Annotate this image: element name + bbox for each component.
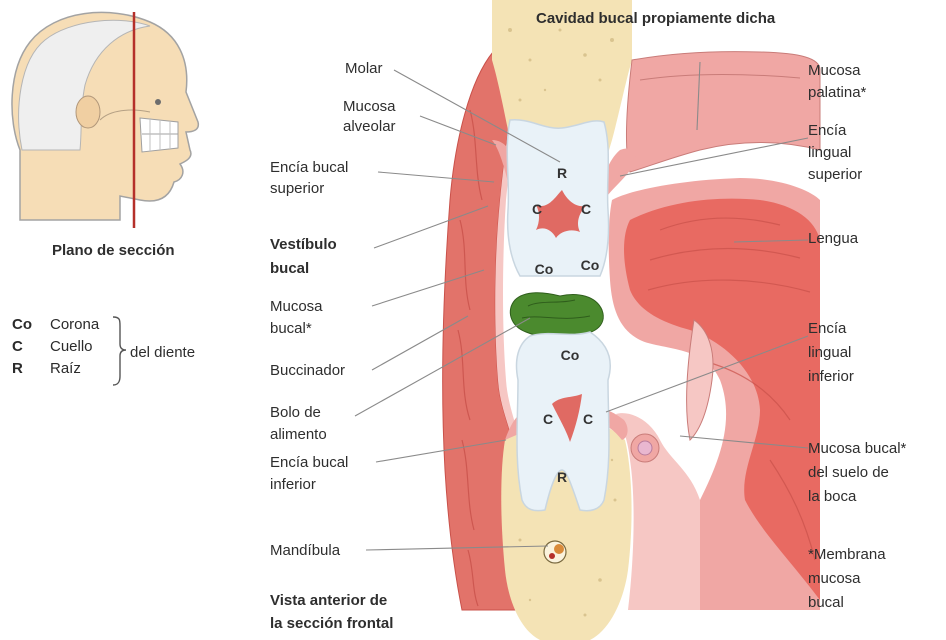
- top-title: Cavidad bucal propiamente dicha: [536, 8, 775, 30]
- key-word: Corona: [50, 314, 99, 336]
- tooth-mark-upper-neck-right: C: [581, 201, 591, 217]
- label-mucosa-palatina-line1: Mucosa: [808, 60, 861, 82]
- label-molar: Molar: [345, 58, 383, 80]
- label-encia-bucal-inferior-line1: Encía bucal: [270, 452, 348, 474]
- key-word: Raíz: [50, 358, 81, 380]
- label-mucosa-alveolar-line1: Mucosa: [343, 96, 396, 118]
- tooth-mark-upper-crown-right: Co: [581, 257, 600, 273]
- label-encia-bucal-superior-line2: superior: [270, 178, 324, 200]
- eye-icon: [155, 99, 161, 105]
- tooth-mark-lower-neck-right: C: [583, 411, 593, 427]
- label-vestibulo-line2: bucal: [270, 258, 309, 280]
- key-abbr: Co: [12, 314, 32, 336]
- tooth-mark-lower-crown: Co: [561, 347, 580, 363]
- key-brace-icon: [113, 317, 126, 385]
- tooth-mark-upper-neck-left: C: [532, 201, 542, 217]
- label-encia-lingual-superior-line3: superior: [808, 164, 862, 186]
- label-vista-line1: Vista anterior de: [270, 590, 387, 612]
- label-encia-lingual-superior-line1: Encía: [808, 120, 846, 142]
- key-word: Cuello: [50, 336, 93, 358]
- label-bolo-line2: alimento: [270, 424, 327, 446]
- label-mucosa-suelo-line1: Mucosa bucal*: [808, 438, 906, 460]
- label-encia-lingual-inferior-line1: Encía: [808, 318, 846, 340]
- label-lengua: Lengua: [808, 228, 858, 250]
- label-membrana-line2: mucosa: [808, 568, 861, 590]
- label-mucosa-palatina-line2: palatina*: [808, 82, 866, 104]
- tooth-mark-upper-root: R: [557, 165, 567, 181]
- label-membrana-line1: *Membrana: [808, 544, 886, 566]
- label-mucosa-alveolar-line2: alveolar: [343, 116, 396, 138]
- label-encia-lingual-superior-line2: lingual: [808, 142, 851, 164]
- plane-label: Plano de sección: [52, 240, 175, 262]
- label-mucosa-bucal-line1: Mucosa: [270, 296, 323, 318]
- label-encia-lingual-inferior-line3: inferior: [808, 366, 854, 388]
- tooth-mark-lower-neck-left: C: [543, 411, 553, 427]
- key-owner-label: del diente: [130, 342, 195, 364]
- label-vista-line2: la sección frontal: [270, 613, 393, 635]
- label-encia-bucal-inferior-line2: inferior: [270, 474, 316, 496]
- tooth-mark-upper-crown-left: Co: [535, 261, 554, 277]
- label-encia-lingual-inferior-line2: lingual: [808, 342, 851, 364]
- frontal-section-illustration: R C C Co Co Co C C R: [443, 0, 820, 640]
- head-profile-illustration: [12, 12, 198, 220]
- key-abbr: R: [12, 358, 23, 380]
- label-membrana-line3: bucal: [808, 592, 844, 614]
- label-mucosa-suelo-line2: del suelo de: [808, 462, 889, 484]
- label-vestibulo-line1: Vestíbulo: [270, 234, 337, 256]
- label-buccinador: Buccinador: [270, 360, 345, 382]
- label-encia-bucal-superior-line1: Encía bucal: [270, 157, 348, 179]
- tooth-mark-lower-root: R: [557, 469, 567, 485]
- label-bolo-line1: Bolo de: [270, 402, 321, 424]
- label-mandibula: Mandíbula: [270, 540, 340, 562]
- label-mucosa-suelo-line3: la boca: [808, 486, 856, 508]
- label-mucosa-bucal-line2: bucal*: [270, 318, 312, 340]
- key-abbr: C: [12, 336, 23, 358]
